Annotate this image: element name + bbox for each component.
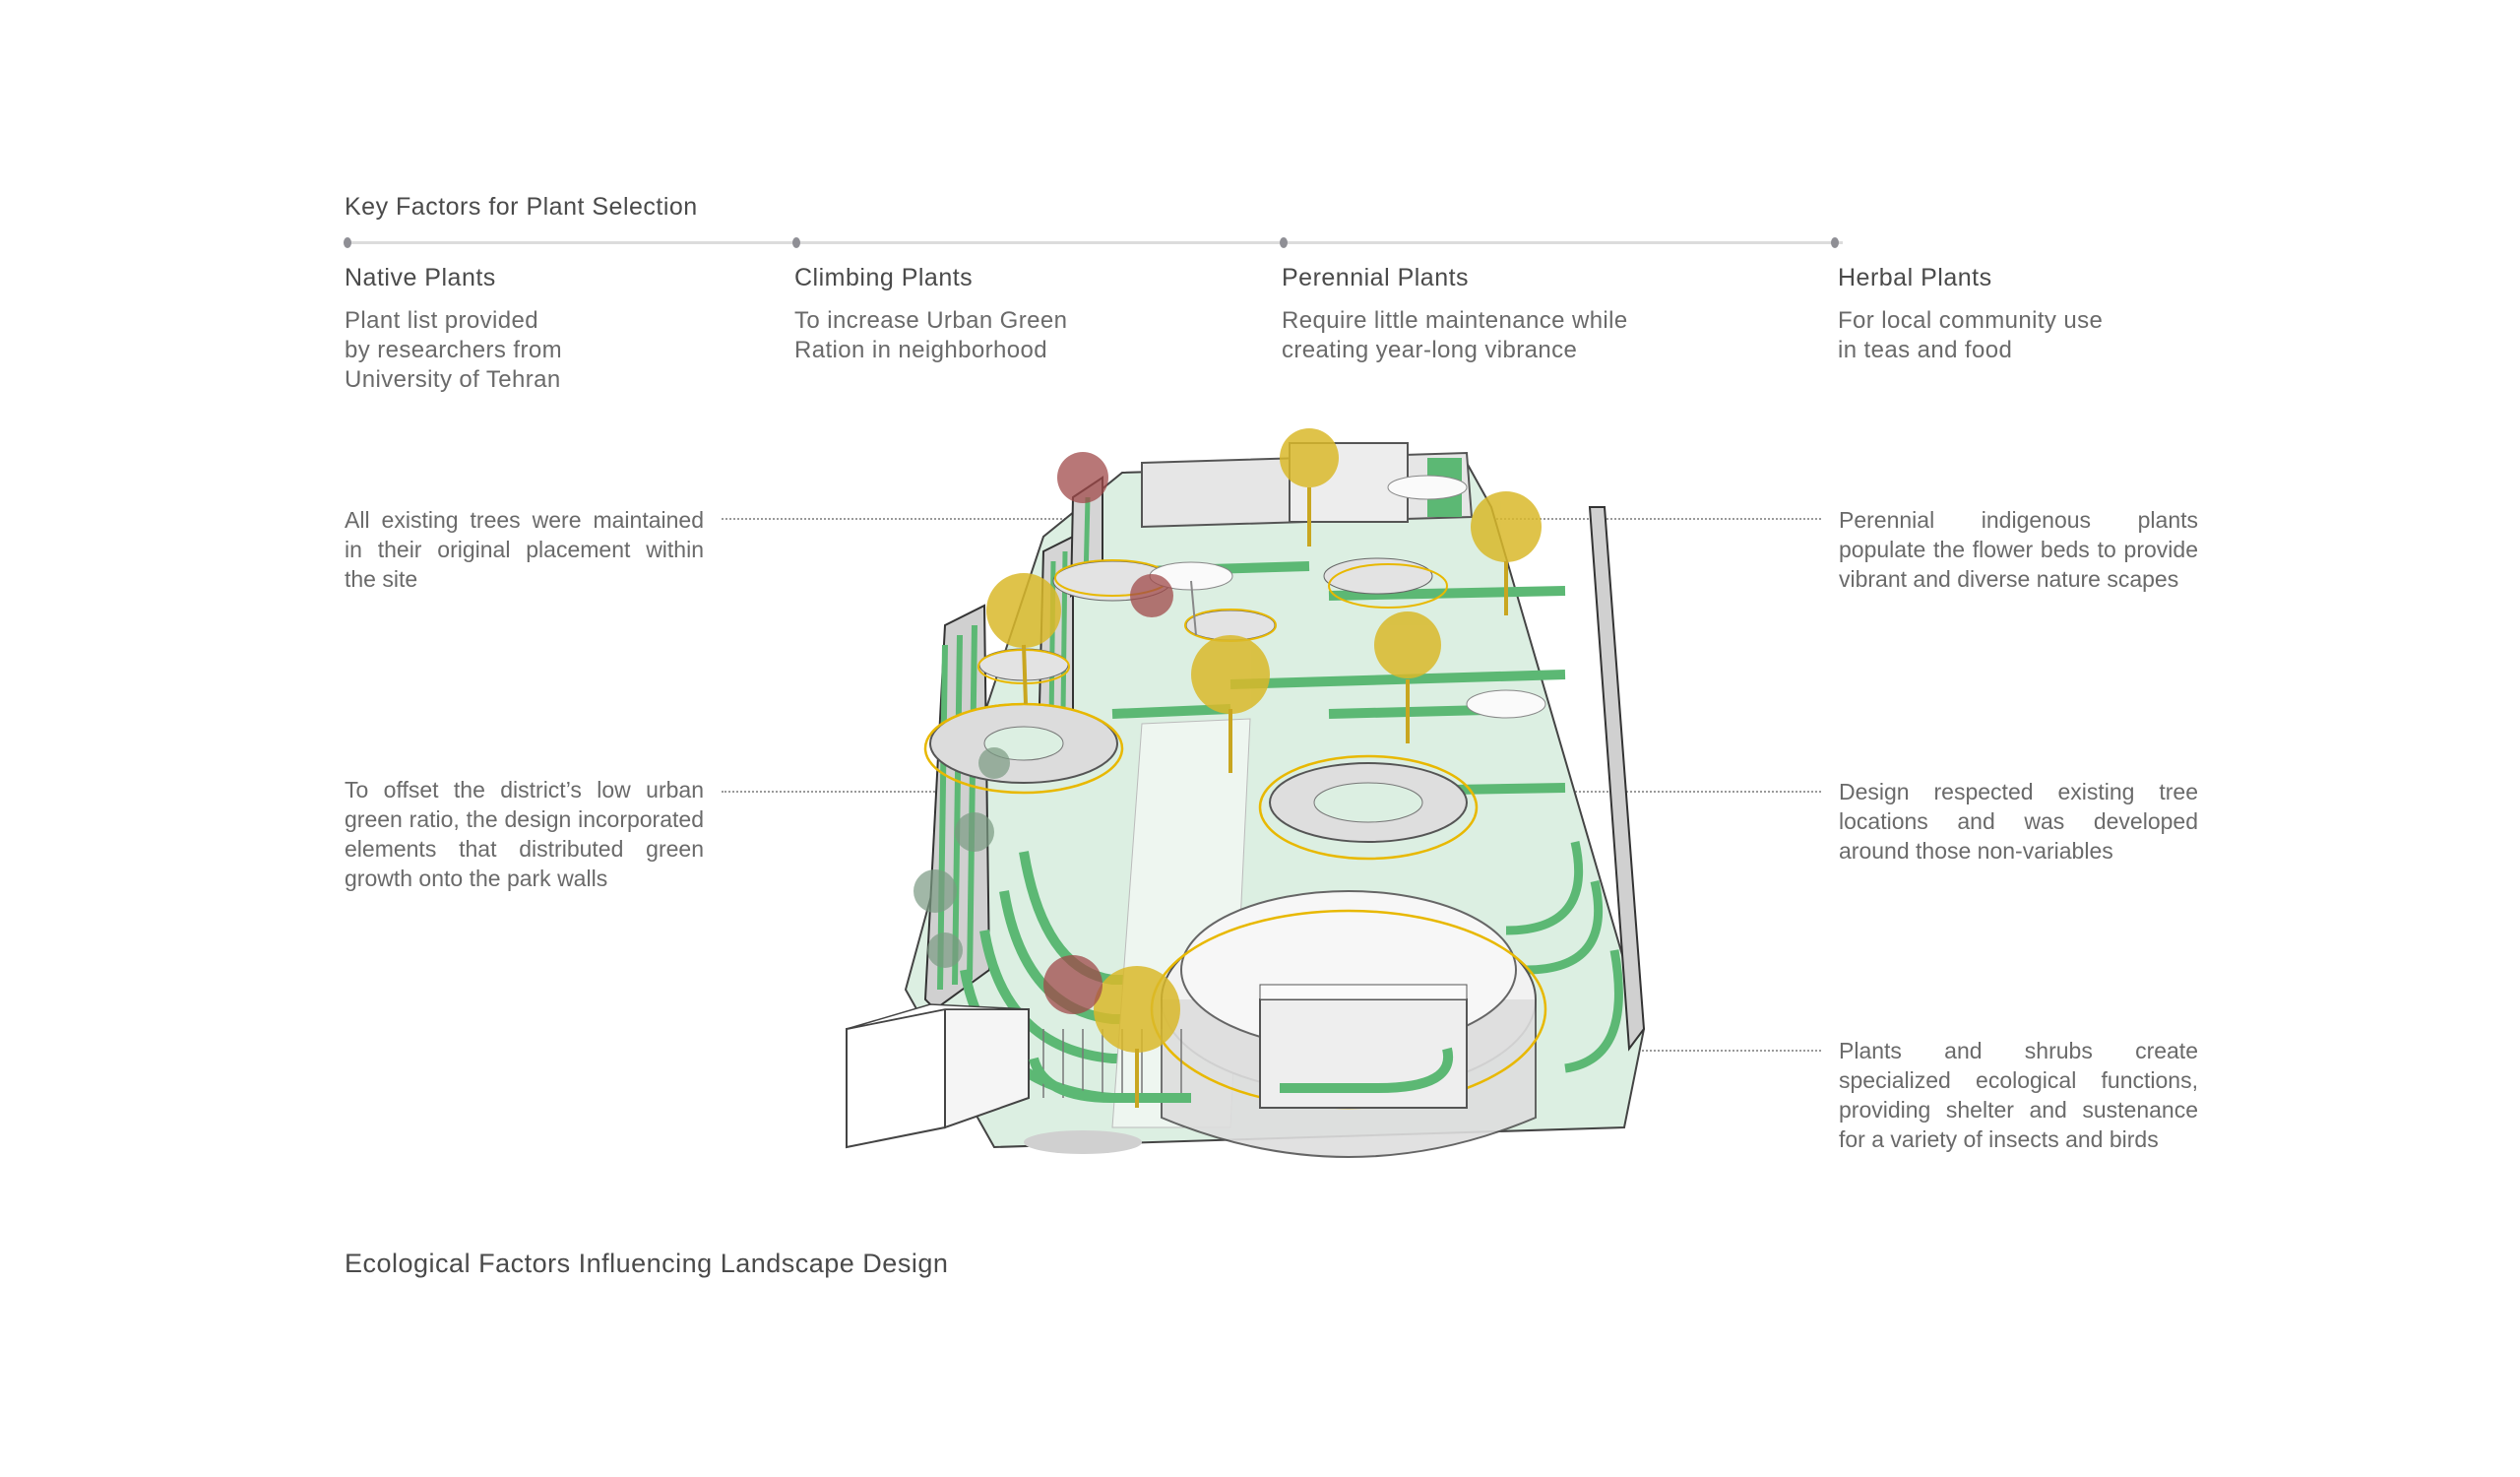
page-title: Key Factors for Plant Selection: [345, 193, 698, 221]
factor-description: Plant list provided by researchers from …: [345, 307, 562, 393]
leader-line: [722, 518, 1086, 520]
timeline-dot: [344, 237, 351, 248]
site-illustration: [846, 428, 1646, 1158]
factor-perennial-plants: Perennial Plants Require little maintena…: [1282, 264, 1628, 365]
figure-caption: Ecological Factors Influencing Landscape…: [345, 1249, 949, 1278]
leader-line: [1477, 518, 1821, 520]
annotation-perennial-flower-beds: Perennial indigenous plants populate the…: [1839, 507, 2198, 592]
factor-native-plants: Native Plants Plant list provided by res…: [345, 264, 562, 395]
factor-description: For local community use in teas and food: [1838, 307, 2104, 363]
timeline-dot: [1280, 237, 1288, 248]
factor-description: Require little maintenance while creatin…: [1282, 307, 1628, 363]
factor-herbal-plants: Herbal Plants For local community use in…: [1838, 264, 2103, 365]
leader-line: [1555, 791, 1821, 793]
factor-description: To increase Urban Green Ration in neighb…: [794, 307, 1068, 363]
timeline-line: [344, 237, 1843, 248]
factor-title: Climbing Plants: [794, 264, 974, 291]
factor-climbing-plants: Climbing Plants To increase Urban Green …: [794, 264, 1067, 365]
annotation-tree-locations: Design respected existing tree locations…: [1839, 779, 2198, 864]
leader-line: [1536, 1050, 1821, 1052]
annotation-green-walls: To offset the district’s low urban green…: [345, 777, 704, 891]
factor-title: Herbal Plants: [1838, 264, 1992, 291]
annotation-ecological-functions: Plants and shrubs create specialized eco…: [1839, 1038, 2198, 1152]
annotation-existing-trees: All existing trees were maintained in th…: [345, 507, 704, 592]
factor-title: Perennial Plants: [1282, 264, 1470, 291]
factor-title: Native Plants: [345, 264, 496, 291]
landscape-axonometric-diagram: [817, 418, 1664, 1226]
timeline-dot: [1831, 237, 1839, 248]
leader-line: [722, 791, 958, 793]
timeline-dot: [792, 237, 800, 248]
